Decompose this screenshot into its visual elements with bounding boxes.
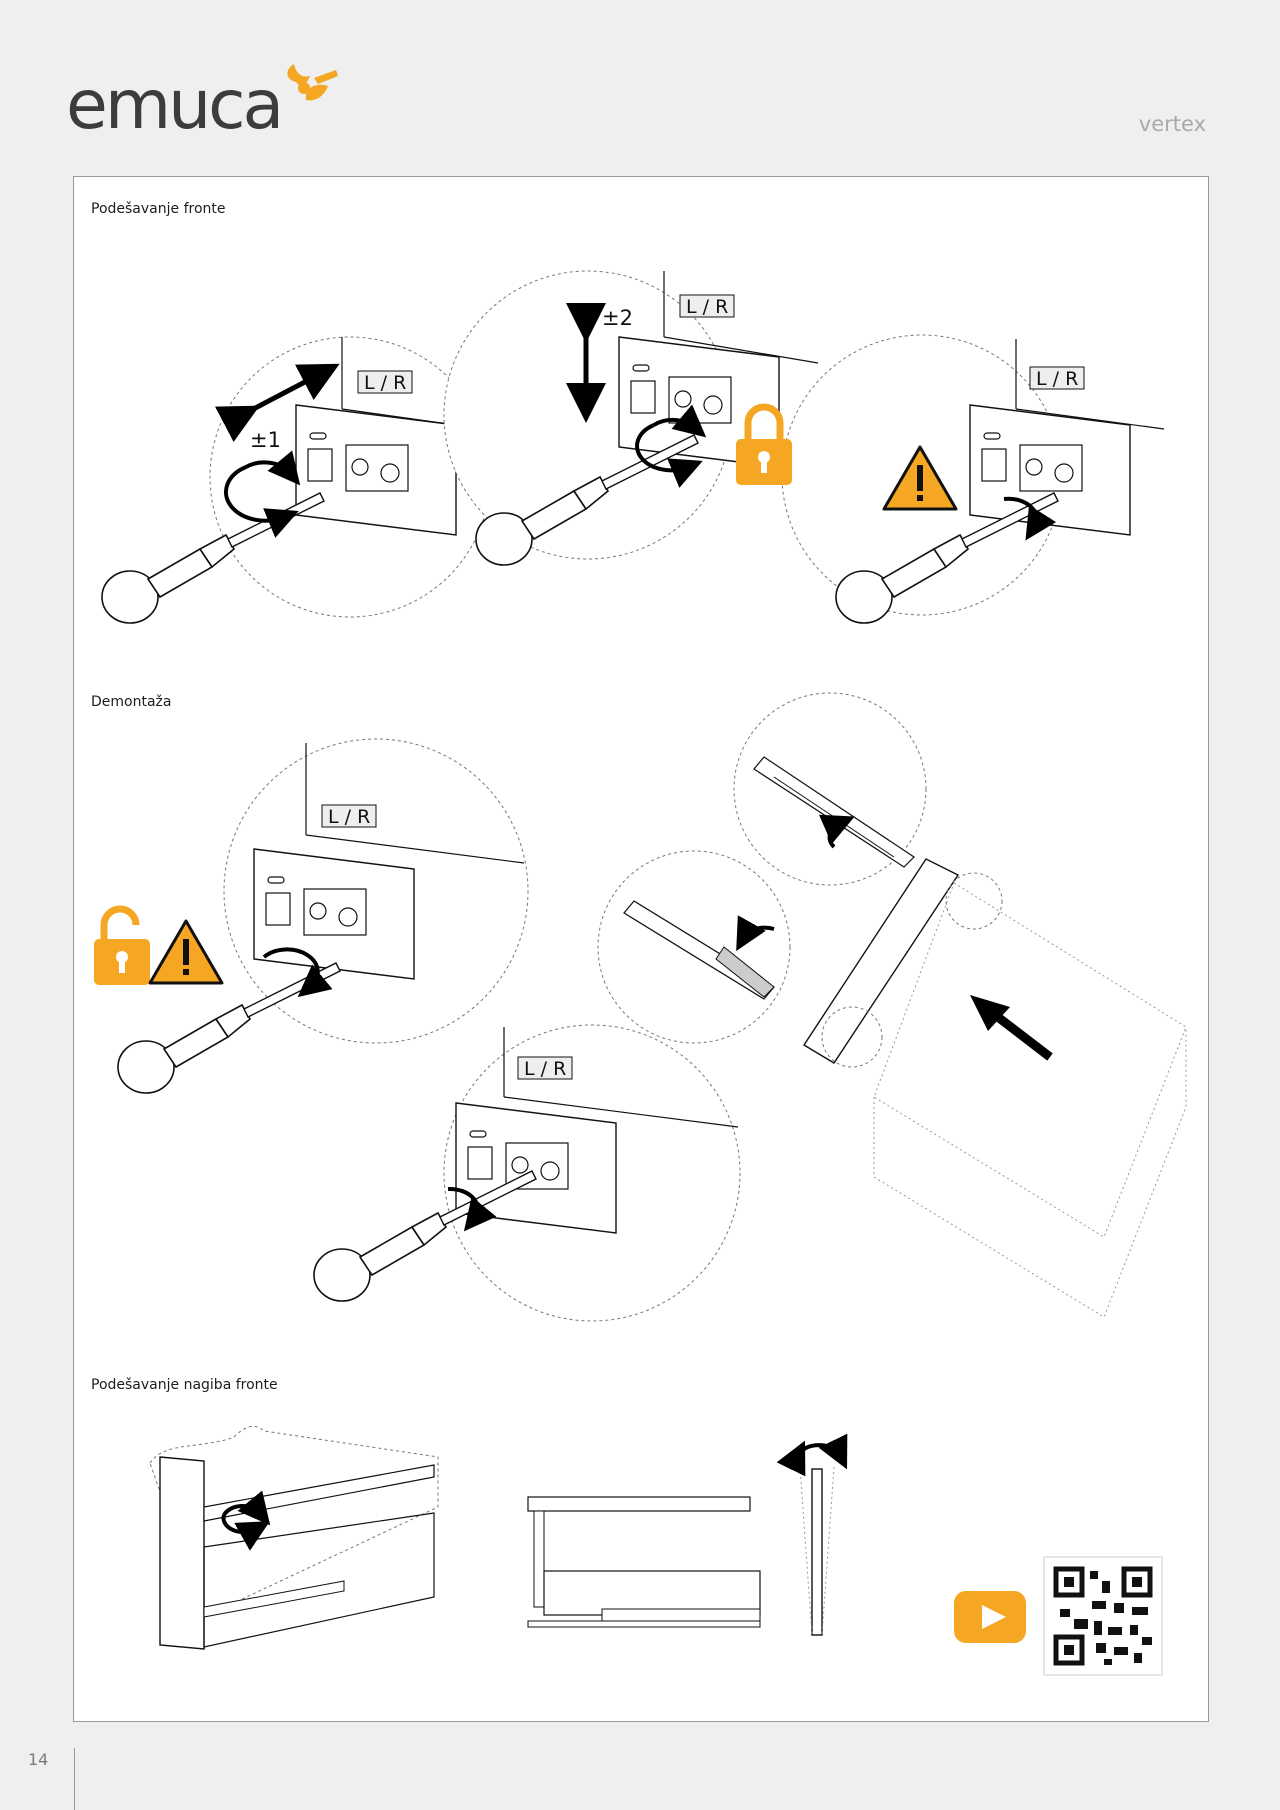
- logo-wordmark: emuca: [66, 66, 284, 145]
- disassembly-release-scene: L / R: [313, 1024, 741, 1322]
- qr-code-icon[interactable]: [1043, 1556, 1163, 1676]
- height-adjust-label: ±2: [602, 306, 633, 330]
- drawer-removal-scene: [597, 692, 1187, 1318]
- tilt-adjust-side-scene: [527, 1433, 848, 1636]
- product-name: vertex: [1138, 112, 1206, 136]
- video-play-icon[interactable]: [954, 1591, 1026, 1643]
- logo-bird-icon: [287, 64, 338, 101]
- depth-adjust-label: ±1: [250, 428, 281, 452]
- section-title-tilt-adjustment: Podešavanje nagiba fronte: [91, 1377, 278, 1393]
- instruction-illustrations: L / R ±1 L / R ±2 L / R: [94, 270, 1187, 1676]
- front-adjust-lock-scene: L / R: [736, 334, 1165, 624]
- disassembly-unlock-scene: L / R: [94, 738, 529, 1094]
- side-label: L / R: [364, 372, 406, 394]
- warning-icon: [148, 919, 224, 985]
- section-title-front-adjustment: Podešavanje fronte: [91, 201, 226, 217]
- side-label: L / R: [686, 296, 728, 318]
- tilt-adjust-perspective-scene: [149, 1425, 439, 1650]
- front-adjust-depth-scene: L / R ±1: [101, 336, 491, 624]
- lock-icon: [736, 403, 792, 485]
- section-title-disassembly: Demontaža: [91, 694, 172, 710]
- page-number: 14: [28, 1750, 49, 1769]
- unlock-icon: [94, 905, 150, 985]
- side-label: L / R: [328, 806, 370, 828]
- page-divider: [74, 1748, 75, 1810]
- side-label: L / R: [1036, 368, 1078, 390]
- side-label: L / R: [524, 1058, 566, 1080]
- front-adjust-height-scene: L / R ±2: [443, 270, 819, 566]
- instruction-frame: Podešavanje fronte Demontaža Podešavanje…: [73, 176, 1209, 1722]
